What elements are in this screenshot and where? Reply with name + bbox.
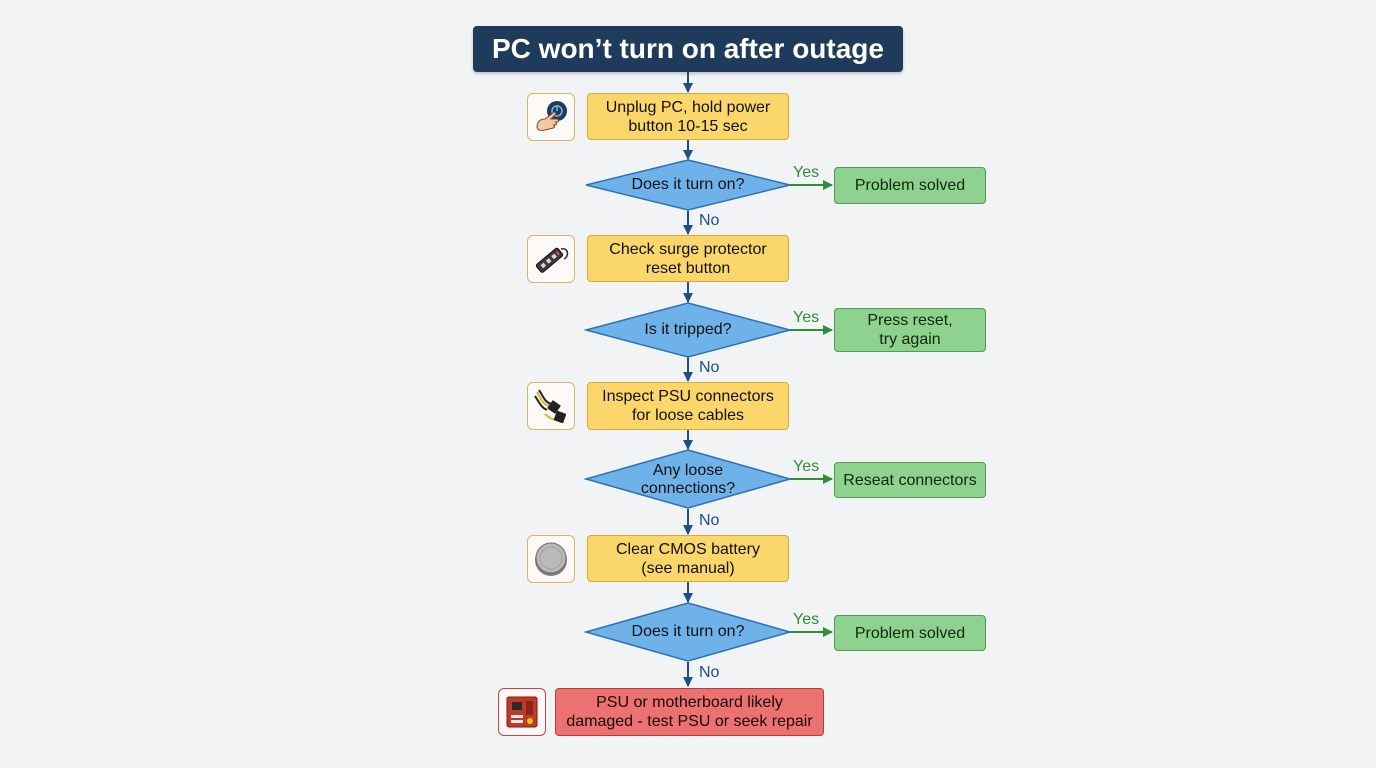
- decision-is-it-tripped: Is it tripped?: [644, 321, 732, 338]
- outcome-problem-solved-2: Problem solved: [834, 615, 986, 651]
- decision-diamond-1: [585, 159, 791, 211]
- decision-does-it-turn-on-1: Does it turn on?: [631, 176, 745, 193]
- no-label-1: No: [699, 212, 720, 229]
- psu-connector-icon: [527, 382, 575, 430]
- hand-power-button-icon: [527, 93, 575, 141]
- power-strip-icon: [527, 235, 575, 283]
- outcome-reseat-connectors: Reseat connectors: [834, 462, 986, 498]
- decision-does-it-turn-on-2: Does it turn on?: [631, 623, 745, 640]
- yes-label-4: Yes: [793, 611, 820, 628]
- decision-diamond-2: [583, 302, 793, 358]
- yes-label-2: Yes: [793, 309, 820, 326]
- no-label-3: No: [699, 512, 720, 529]
- outcome-press-reset: Press reset, try again: [834, 308, 986, 352]
- no-label-2: No: [699, 359, 720, 376]
- motherboard-icon: [498, 688, 546, 736]
- decision-diamond-4: [583, 602, 793, 662]
- page-title: PC won’t turn on after outage: [473, 26, 903, 72]
- decision-diamond-3: [583, 449, 793, 509]
- step-check-surge-protector: Check surge protector reset button: [587, 235, 789, 282]
- final-psu-motherboard-damaged: PSU or motherboard likely damaged - test…: [555, 688, 824, 736]
- cmos-battery-icon: [527, 535, 575, 583]
- yes-label-1: Yes: [793, 164, 820, 181]
- decision-any-loose-connections: Any loose connections?: [640, 462, 736, 497]
- step-inspect-psu-connectors: Inspect PSU connectors for loose cables: [587, 382, 789, 430]
- step-clear-cmos-battery: Clear CMOS battery (see manual): [587, 535, 789, 582]
- no-label-4: No: [699, 664, 720, 681]
- step-unplug-hold-power: Unplug PC, hold power button 10-15 sec: [587, 93, 789, 140]
- outcome-problem-solved-1: Problem solved: [834, 167, 986, 204]
- yes-label-3: Yes: [793, 458, 820, 475]
